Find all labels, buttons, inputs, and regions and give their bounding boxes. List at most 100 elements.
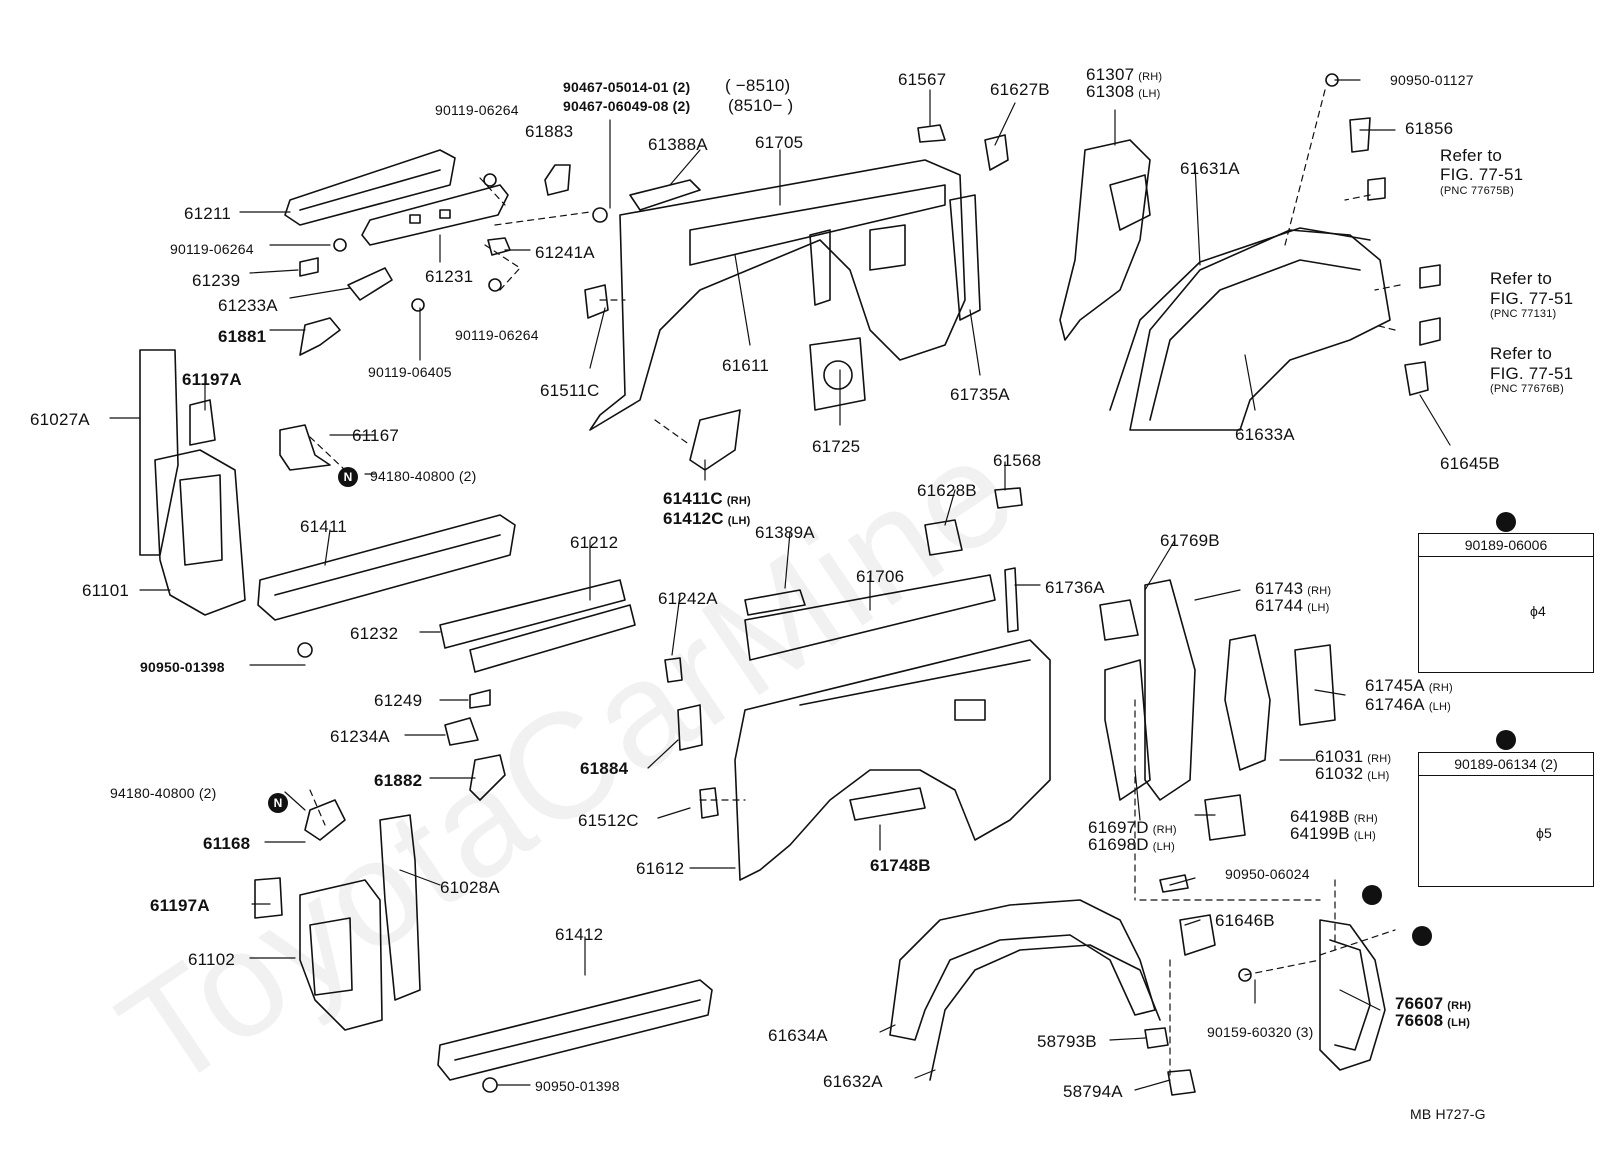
part-label-61568: 61568 — [993, 452, 1041, 469]
part-label-range-1: ( −8510) — [725, 77, 790, 94]
part-number-text: 61102 — [188, 950, 236, 969]
part-number-text: 61736A — [1045, 578, 1105, 597]
side-suffix: (LH) — [1447, 1017, 1471, 1029]
side-suffix: (RH) — [1367, 753, 1392, 765]
part-number-text: 61746A — [1365, 695, 1425, 714]
part-number-text: 61882 — [374, 771, 423, 790]
part-number-text: 61856 — [1405, 119, 1454, 138]
part-label-fig-2: FIG. 77-51 — [1490, 290, 1573, 307]
part-label-61645B: 61645B — [1440, 455, 1500, 472]
part-number-text: FIG. 77-51 — [1440, 165, 1524, 184]
part-number-text: 76607 — [1395, 994, 1444, 1013]
part-label-61628B: 61628B — [917, 482, 977, 499]
part-number-text: 64198B — [1290, 807, 1350, 826]
part-label-61856: 61856 — [1405, 120, 1453, 137]
part-number-text: 61748B — [870, 856, 931, 875]
part-label-61027A: 61027A — [30, 411, 90, 428]
part-label-90950-06024: 90950-06024 — [1225, 867, 1310, 881]
part-label-61746A: 61746A(LH) — [1365, 696, 1451, 713]
part-number-text: 61883 — [525, 122, 574, 141]
part-number-text: 94180-40800 (2) — [110, 785, 217, 801]
part-label-58794A: 58794A — [1063, 1083, 1123, 1100]
part-number-text: 61698D — [1088, 835, 1149, 854]
part-label-61706: 61706 — [856, 568, 904, 585]
part-label-61883: 61883 — [525, 123, 573, 140]
part-number-text: (PNC 77676B) — [1490, 383, 1564, 395]
part-number-text: 61239 — [192, 271, 241, 290]
part-label-refer-1: Refer to — [1440, 147, 1502, 164]
part-label-61411C: 61411C(RH) — [663, 490, 751, 507]
part-label-61705: 61705 — [755, 134, 803, 151]
part-number-text: 61411 — [300, 517, 348, 536]
part-number-text: 61705 — [755, 133, 804, 152]
part-number-text: 61028A — [440, 878, 500, 897]
symbol-n-2: N — [268, 793, 288, 813]
side-suffix: (LH) — [1353, 830, 1377, 842]
part-label-61102: 61102 — [188, 951, 235, 968]
part-label-61412: 61412 — [555, 926, 603, 943]
part-number-text: 61744 — [1255, 596, 1304, 615]
part-label-pnc-3: (PNC 77676B) — [1490, 384, 1564, 395]
part-label-61882: 61882 — [374, 772, 422, 789]
part-label-61769B: 61769B — [1160, 532, 1220, 549]
part-label-61168: 61168 — [203, 835, 250, 852]
part-number-text: 58794A — [1063, 1082, 1123, 1101]
part-number-text: 61884 — [580, 759, 629, 778]
part-number-text: 61512C — [578, 811, 639, 830]
part-number-text: 61388A — [648, 135, 708, 154]
part-number-text: 61032 — [1315, 764, 1364, 783]
side-suffix: (RH) — [1152, 824, 1177, 836]
part-number-text: FIG. 77-51 — [1490, 364, 1574, 383]
part-label-61031: 61031(RH) — [1315, 748, 1391, 765]
side-suffix: (LH) — [1138, 88, 1161, 100]
part-label-61725: 61725 — [812, 438, 860, 455]
part-label-64198B: 64198B(RH) — [1290, 808, 1378, 825]
part-shapes — [139, 73, 1441, 1096]
side-suffix: (RH) — [1428, 682, 1453, 694]
part-number-text: 61167 — [352, 426, 400, 445]
diagram-code: MB H727-G — [1410, 1106, 1486, 1122]
leader-lines — [109, 79, 1451, 1091]
part-label-61167: 61167 — [352, 427, 399, 444]
part-number-text: 61101 — [82, 581, 130, 600]
part-label-76608: 76608(LH) — [1395, 1012, 1470, 1029]
part-label-90119-06264-c: 90119-06264 — [455, 328, 539, 342]
part-label-90119-06405: 90119-06405 — [368, 365, 452, 379]
part-label-61032: 61032(LH) — [1315, 765, 1389, 782]
part-label-61633A: 61633A — [1235, 426, 1295, 443]
part-number-text: 61612 — [636, 859, 685, 878]
part-number-text: 61031 — [1315, 747, 1364, 766]
part-number-text: 90950-06024 — [1225, 866, 1310, 882]
part-number-text: 61633A — [1235, 425, 1295, 444]
part-number-text: 61568 — [993, 451, 1042, 470]
side-suffix: (LH) — [1428, 701, 1452, 713]
side-suffix: (LH) — [1307, 602, 1330, 614]
part-label-90159-60320: 90159-60320 (3) — [1207, 1025, 1314, 1039]
part-label-61627B: 61627B — [990, 81, 1050, 98]
part-number-text: 61249 — [374, 691, 423, 710]
part-label-61197A-b: 61197A — [150, 897, 210, 914]
part-label-61567: 61567 — [898, 71, 946, 88]
part-label-61743: 61743(RH) — [1255, 580, 1331, 597]
part-label-refer-3: Refer to — [1490, 345, 1552, 362]
part-label-61631A: 61631A — [1180, 160, 1240, 177]
part-label-61211: 61211 — [184, 205, 231, 222]
part-number-text: 61769B — [1160, 531, 1220, 550]
part-number-text: FIG. 77-51 — [1490, 289, 1574, 308]
part-number-text: 61211 — [184, 204, 232, 223]
part-number-text: 90950-01398 — [535, 1078, 620, 1094]
part-number-text: 90467-06049-08 (2) — [563, 98, 691, 114]
part-label-61612: 61612 — [636, 860, 684, 877]
symbol-triangle-mark-2 — [1412, 926, 1432, 946]
part-label-94180-40800-b: 94180-40800 (2) — [110, 786, 217, 800]
part-label-61697D: 61697D(RH) — [1088, 819, 1177, 836]
part-number-text: 90467-05014-01 (2) — [563, 79, 691, 95]
part-number-text: 61231 — [425, 267, 474, 286]
part-label-pnc-2: (PNC 77131) — [1490, 309, 1556, 320]
part-label-61241A: 61241A — [535, 244, 595, 261]
part-number-text: 90119-06264 — [455, 327, 539, 343]
side-suffix: (LH) — [727, 515, 751, 527]
detail-box-90189-06134: 90189-06134 (2) — [1418, 752, 1594, 887]
part-label-64199B: 64199B(LH) — [1290, 825, 1376, 842]
